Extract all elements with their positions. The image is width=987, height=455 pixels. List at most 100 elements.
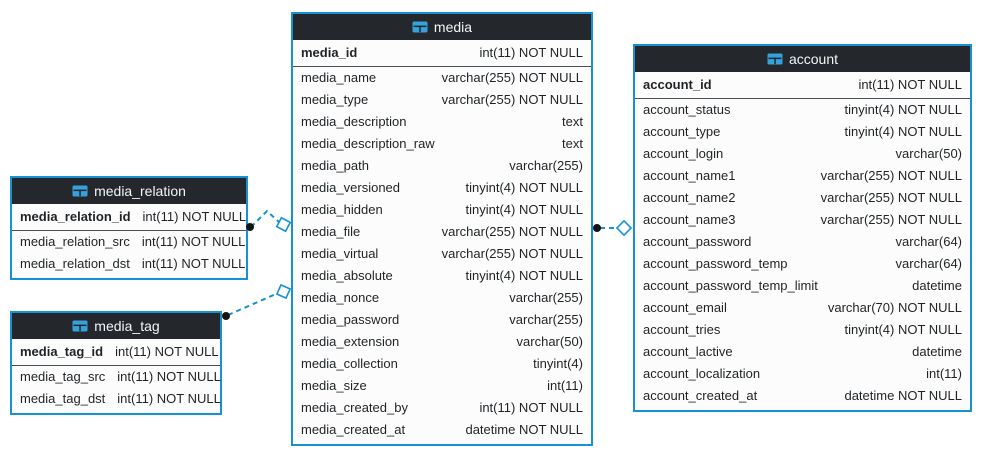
- table-account[interactable]: account account_id int(11) NOT NULL acco…: [633, 44, 972, 412]
- field-type: varchar(70) NOT NULL: [827, 300, 962, 315]
- field-name: media_collection: [301, 356, 398, 371]
- field-type: int(11) NOT NULL: [141, 256, 246, 271]
- relation-media-account[interactable]: [593, 219, 633, 237]
- field-name: media_relation_dst: [20, 256, 130, 271]
- field-type: varchar(255) NOT NULL: [820, 212, 962, 227]
- field-name: media_id: [301, 45, 358, 60]
- field-name: media_description_raw: [301, 136, 435, 151]
- table-row: account_password_temp varchar(64): [635, 253, 970, 275]
- field-type: tinyint(4) NOT NULL: [465, 268, 583, 283]
- table-row: media_relation_dst int(11) NOT NULL: [12, 253, 246, 275]
- field-type: int(11): [547, 378, 583, 393]
- field-type: int(11) NOT NULL: [115, 344, 219, 359]
- field-type: tinyint(4) NOT NULL: [465, 180, 583, 195]
- field-type: varchar(255) NOT NULL: [441, 246, 583, 261]
- field-type: datetime: [912, 344, 962, 359]
- table-row: account_email varchar(70) NOT NULL: [635, 297, 970, 319]
- field-name: media_created_at: [301, 422, 406, 437]
- field-type: tinyint(4) NOT NULL: [844, 124, 962, 139]
- field-name: media_nonce: [301, 290, 380, 305]
- table-row: account_password_temp_limit datetime: [635, 275, 970, 297]
- primary-key-row: media_relation_id int(11) NOT NULL: [12, 204, 246, 231]
- field-name: media_type: [301, 92, 369, 107]
- table-media_tag[interactable]: media_tag media_tag_id int(11) NOT NULL …: [10, 311, 222, 415]
- table-media[interactable]: media media_id int(11) NOT NULL media_na…: [291, 12, 593, 446]
- field-name: account_localization: [643, 366, 761, 381]
- table-header[interactable]: media: [293, 14, 591, 40]
- table-row: media_description_raw text: [293, 133, 591, 155]
- field-type: varchar(255) NOT NULL: [441, 92, 583, 107]
- field-type: int(11) NOT NULL: [117, 391, 221, 406]
- field-type: int(11) NOT NULL: [142, 209, 247, 224]
- table-media_relation[interactable]: media_relation media_relation_id int(11)…: [10, 176, 248, 280]
- field-name: account_created_at: [643, 388, 758, 403]
- field-type: varchar(255) NOT NULL: [441, 224, 583, 239]
- field-type: varchar(255): [509, 312, 583, 327]
- field-type: text: [562, 114, 583, 129]
- table-header[interactable]: media_tag: [12, 313, 220, 339]
- field-name: account_login: [643, 146, 724, 161]
- field-type: datetime NOT NULL: [844, 388, 962, 403]
- table-icon: [412, 21, 428, 33]
- field-type: varchar(255) NOT NULL: [441, 70, 583, 85]
- table-title: account: [788, 51, 839, 67]
- field-type: varchar(255) NOT NULL: [820, 168, 962, 183]
- field-type: int(11) NOT NULL: [141, 234, 246, 249]
- table-row: account_name3 varchar(255) NOT NULL: [635, 209, 970, 231]
- field-name: media_absolute: [301, 268, 393, 283]
- field-type: varchar(64): [895, 234, 962, 249]
- field-type: int(11): [926, 366, 962, 381]
- table-header[interactable]: account: [635, 46, 970, 72]
- field-name: account_email: [643, 300, 727, 315]
- field-name: account_id: [643, 77, 712, 92]
- field-type: varchar(64): [895, 256, 962, 271]
- field-name: media_extension: [301, 334, 400, 349]
- table-row: media_type varchar(255) NOT NULL: [293, 89, 591, 111]
- relation-media_relation-media[interactable]: [246, 209, 292, 233]
- primary-key-row: account_id int(11) NOT NULL: [635, 72, 970, 99]
- field-name: media_hidden: [301, 202, 383, 217]
- table-title: media_tag: [94, 318, 160, 334]
- field-type: text: [562, 136, 583, 151]
- field-name: media_size: [301, 378, 367, 393]
- field-name: account_password_temp_limit: [643, 278, 818, 293]
- field-type: varchar(255): [509, 290, 583, 305]
- field-name: media_path: [301, 158, 369, 173]
- field-name: account_password_temp: [643, 256, 788, 271]
- table-title: media_relation: [94, 183, 186, 199]
- relation-media_tag-media[interactable]: [222, 283, 292, 320]
- field-name: account_password: [643, 234, 752, 249]
- field-name: media_versioned: [301, 180, 401, 195]
- table-row: account_password varchar(64): [635, 231, 970, 253]
- field-name: media_tag_id: [20, 344, 104, 359]
- table-header[interactable]: media_relation: [12, 178, 246, 204]
- field-name: account_name3: [643, 212, 736, 227]
- table-row: media_path varchar(255): [293, 155, 591, 177]
- field-type: varchar(50): [895, 146, 962, 161]
- field-type: datetime: [912, 278, 962, 293]
- field-name: media_file: [301, 224, 361, 239]
- field-type: int(11) NOT NULL: [117, 369, 221, 384]
- field-type: varchar(255): [509, 158, 583, 173]
- field-name: media_created_by: [301, 400, 408, 415]
